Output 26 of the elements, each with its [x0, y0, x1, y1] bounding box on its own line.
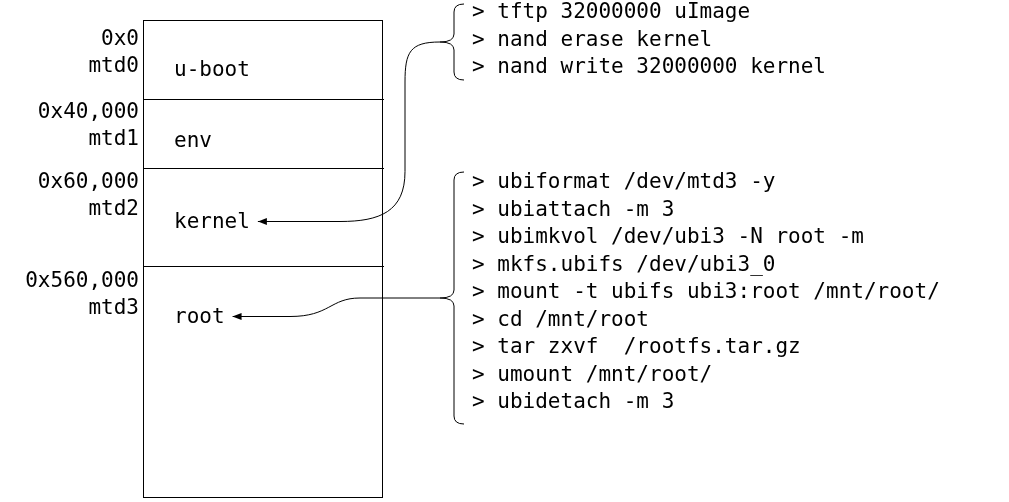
command-line: > ubiattach -m 3 [472, 195, 676, 223]
command-line: > cd /mnt/root [472, 305, 650, 333]
command-line: > tftp 32000000 uImage [472, 0, 752, 25]
address-label: mtd0 [88, 52, 139, 79]
address-label: 0x40,000 [37, 98, 139, 125]
command-line: > nand erase kernel [472, 25, 714, 53]
address-label: 0x0 [100, 25, 139, 52]
partition-label: env [174, 130, 212, 151]
address-label: mtd2 [87, 195, 139, 222]
partition-label: u-boot [174, 59, 250, 80]
partition-label: kernel [174, 211, 250, 232]
arrow [232, 297, 441, 321]
arrow [257, 41, 441, 226]
partition-label: root [174, 306, 225, 327]
command-line: > mkfs.ubifs /dev/ubi3_0 [472, 250, 777, 278]
address-label: 0x60,000 [37, 168, 139, 195]
command-line: > umount /mnt/root/ [472, 360, 714, 388]
address-label: mtd1 [87, 125, 139, 152]
command-line: > mount -t ubifs ubi3:root /mnt/root/ [472, 278, 940, 305]
command-line: > tar zxvf /rootfs.tar.gz [472, 333, 802, 360]
address-label: 0x560,000 [25, 267, 139, 294]
command-line: > ubiformat /dev/mtd3 -y [472, 168, 777, 195]
address-label: mtd3 [87, 294, 139, 321]
command-line: > ubidetach -m 3 [472, 388, 676, 415]
command-line: > ubimkvol /dev/ubi3 -N root -m [472, 223, 865, 250]
command-line: > nand write 32000000 kernel [472, 53, 826, 80]
